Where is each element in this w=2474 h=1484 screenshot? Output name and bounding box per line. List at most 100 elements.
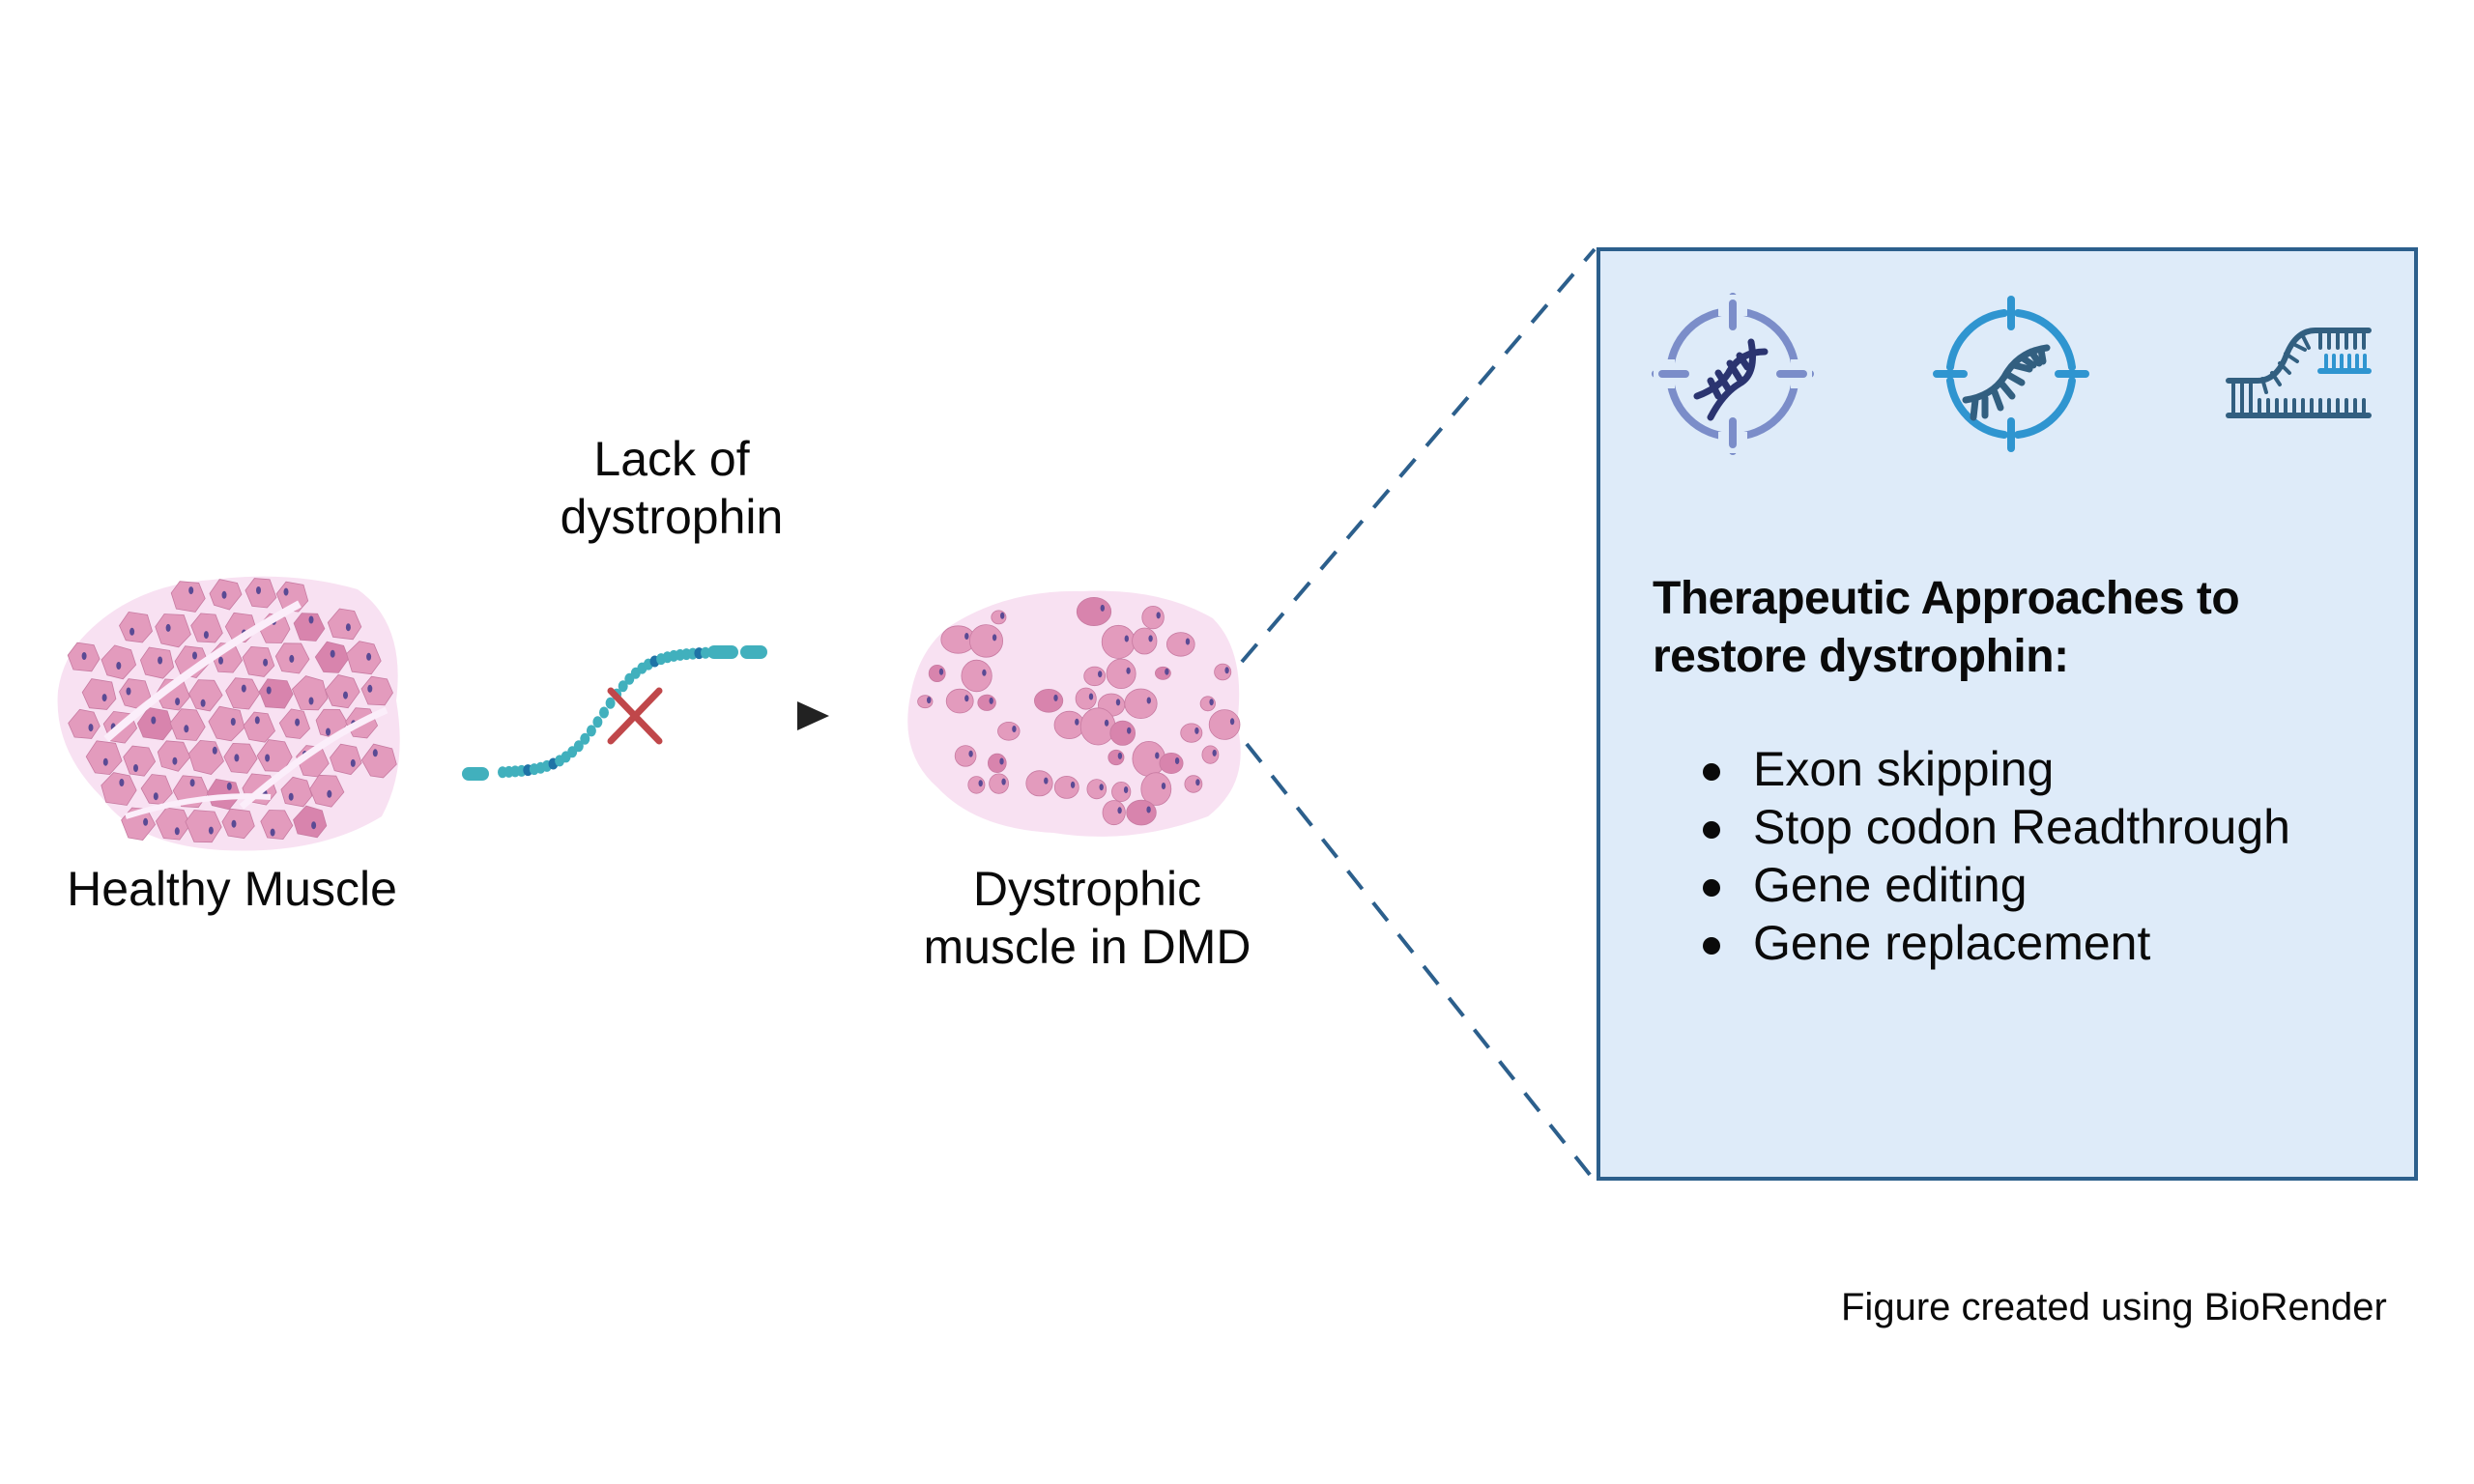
nucleus [158,656,163,665]
muscle-fiber [1141,605,1165,630]
muscle-fiber [136,706,174,741]
nucleus [133,764,138,772]
muscle-fiber [278,708,311,739]
dystrophin-domain [618,680,628,693]
nucleus [1070,781,1076,788]
muscle-fiber [101,772,137,806]
nucleus [1174,757,1180,764]
therapeutic-approaches-panel: Therapeutic Approaches to restore dystro… [1597,247,2418,1181]
healthy-muscle-label: Healthy Muscle [67,862,397,916]
muscle-fiber [360,675,393,706]
dystrophic-muscle-label: Dystrophic muscle in DMD [870,860,1305,976]
nucleus [231,819,237,828]
base-tick [2301,334,2311,350]
nucleus [175,698,181,706]
nucleus [1075,718,1079,726]
nucleus [1146,697,1151,704]
nucleus [1161,783,1166,789]
nucleus [143,817,149,826]
fascicle-cleft [103,600,302,742]
muscle-fiber [223,742,258,774]
dystrophin-domain [605,697,616,709]
muscle-fiber [293,613,326,642]
muscle-fiber [155,614,191,648]
nucleus [1229,718,1235,726]
list-item: Gene replacement [1697,914,2290,972]
nucleus [1053,694,1058,701]
muscle-fiber [258,678,294,709]
nucleus [308,615,314,624]
panel-title-line2: restore dystrophin: [1653,631,2069,682]
muscle-fiber [346,641,382,675]
bullet-icon [1703,763,1720,781]
approach-list: Exon skipping Stop codon Readthrough Gen… [1697,740,2290,972]
nucleus [367,684,373,693]
nucleus [208,826,214,835]
dystrophin-domain [573,740,584,753]
dystrophin-domain [580,732,590,745]
nucleus [311,821,317,830]
muscle-fiber [123,745,157,777]
nucleus [192,651,197,660]
dystrophin-terminal-domain [740,645,767,659]
transition-graphic [445,645,829,781]
nucleus [151,716,157,725]
nucleus [1127,727,1132,734]
approach-label: Gene editing [1753,858,2028,912]
muscle-fiber [309,774,345,808]
nucleus [289,654,295,663]
muscle-fiber [221,808,255,840]
nucleus [345,623,351,632]
nucleus [964,633,969,640]
muscle-fiber [1076,596,1112,627]
muscle-fiber [969,624,1004,658]
nucleus [266,686,272,695]
nucleus [978,780,983,787]
nucleus [234,754,240,762]
nucleus [982,669,987,676]
nucleus [126,687,131,696]
nucleus [288,792,294,801]
biorender-credit: Figure created using BioRender [1841,1286,2387,1328]
list-item: Gene editing [1697,856,2290,914]
nucleus [1212,749,1217,756]
muscle-fiber [260,810,294,841]
muscle-fiber [291,675,329,711]
dystrophin-domain [586,725,596,737]
nucleus [1098,671,1103,678]
nucleus [230,718,236,726]
rna-target-icon [1933,296,2089,452]
nucleus [1156,612,1161,619]
approach-label: Exon skipping [1753,742,2055,796]
muscle-fiber [119,611,153,643]
muscle-fiber [185,810,222,843]
dystrophin-terminal-domain [462,767,489,781]
nucleus [1155,752,1160,759]
nucleus [1088,693,1094,700]
nucleus [153,792,158,801]
nucleus [101,694,107,702]
zoom-line-top [1240,247,1597,664]
nucleus [1209,699,1214,706]
nucleus [1124,635,1129,642]
nucleus [964,695,969,702]
list-item: Exon skipping [1697,740,2290,798]
muscle-fiber [330,743,362,776]
zoom-line-bottom [1245,742,1597,1183]
nucleus [366,652,372,661]
base-tick [2278,361,2291,375]
nucleus [927,697,932,704]
nucleus [283,587,289,596]
muscle-fiber [139,646,175,679]
nucleus [265,754,271,762]
nucleus [989,697,993,704]
fascicle-cleft [125,793,272,819]
fascicle-cleft [239,706,388,810]
panel-title-line1: Therapeutic Approaches to [1653,573,2240,624]
nucleus [1044,777,1049,785]
bullet-icon [1703,937,1720,955]
nucleus [372,749,378,757]
nucleus [327,789,332,798]
nucleus [992,634,997,642]
muscle-fiber [1124,688,1158,720]
